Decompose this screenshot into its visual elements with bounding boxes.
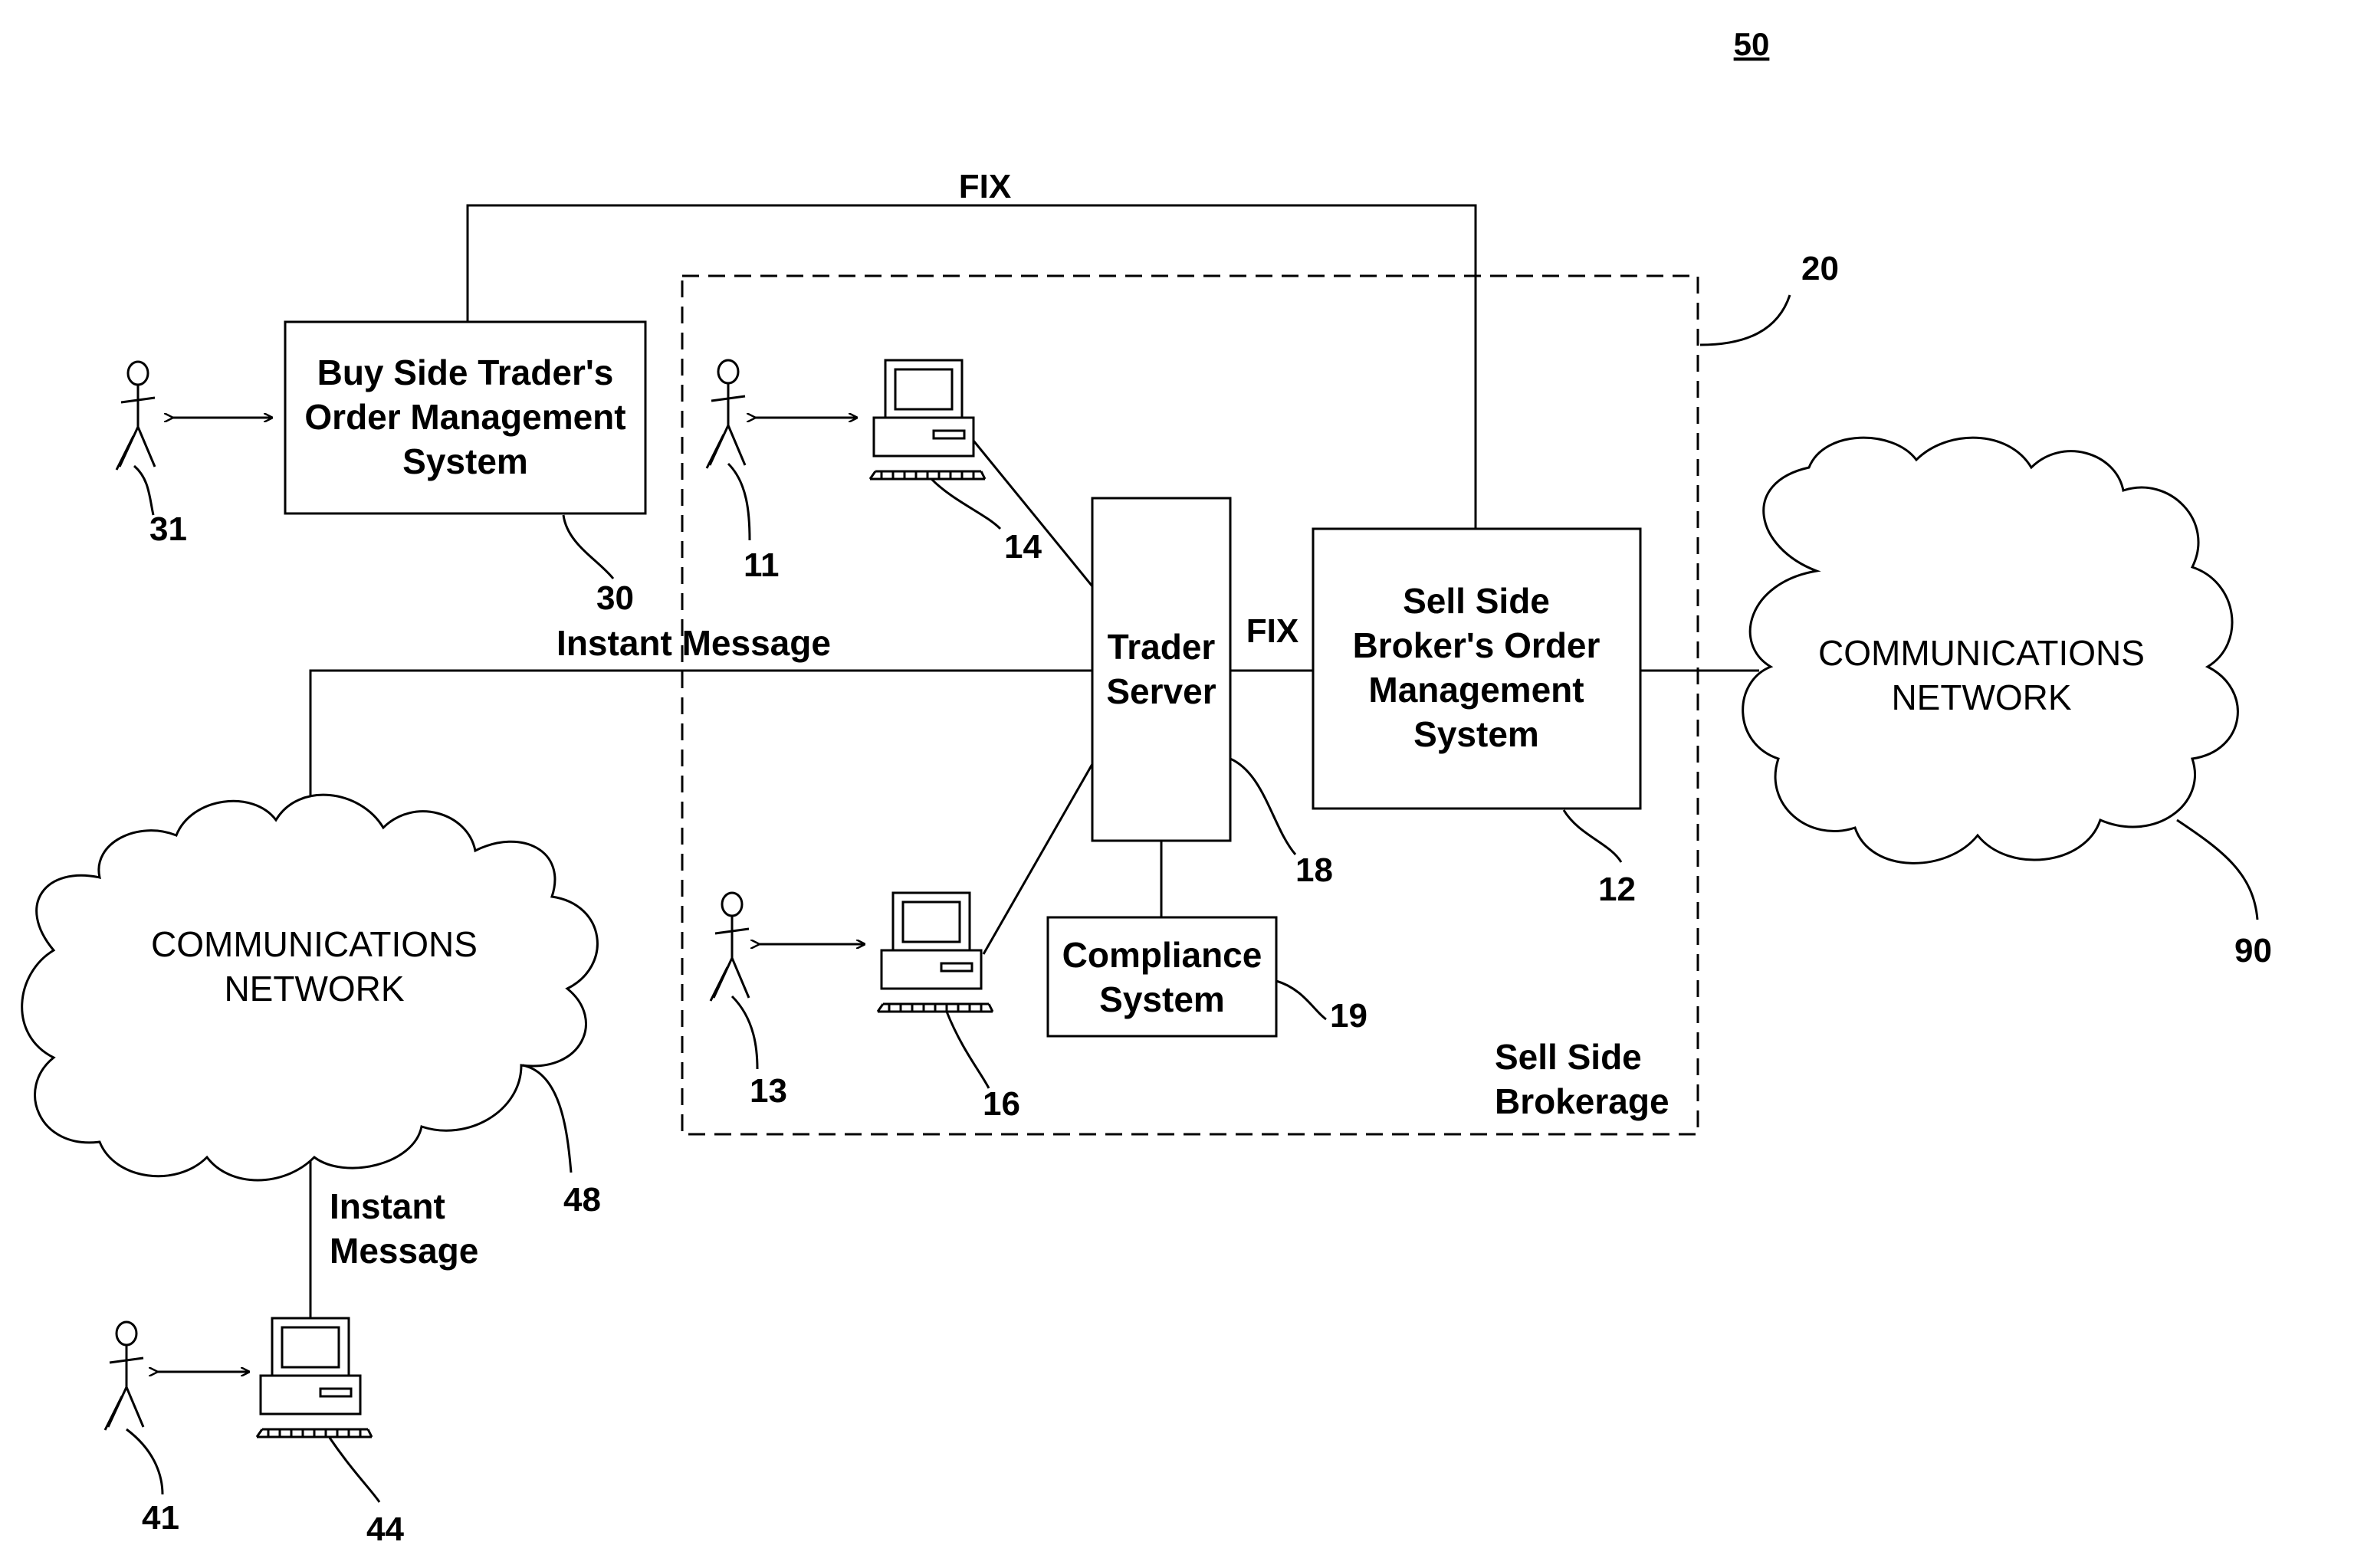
leader-19 (1276, 981, 1326, 1019)
trader-server-box (1092, 498, 1230, 841)
fix-label-mid: FIX (1246, 612, 1298, 650)
computer-44-icon (257, 1318, 372, 1437)
ref-48: 48 (563, 1181, 601, 1219)
ref-90: 90 (2234, 932, 2272, 969)
ref-13: 13 (750, 1072, 787, 1110)
cloud-left-line-2: NETWORK (224, 969, 404, 1009)
sell-side-oms-line-1: Sell Side (1403, 581, 1550, 621)
buy-side-oms-line-3: System (402, 441, 528, 481)
compliance-line-2: System (1099, 979, 1225, 1019)
leader-41 (126, 1429, 163, 1494)
cloud-right-line-2: NETWORK (1891, 677, 2071, 717)
computer-14-icon (870, 360, 985, 479)
ref-11: 11 (744, 546, 780, 584)
figure-number: 50 (1734, 26, 1770, 62)
leader-48 (523, 1065, 571, 1173)
ref-44: 44 (366, 1511, 404, 1548)
ref-20: 20 (1801, 250, 1839, 287)
compliance-line-1: Compliance (1062, 935, 1262, 975)
person-13-icon (711, 893, 749, 1001)
fix-label-top: FIX (959, 168, 1011, 205)
ref-30: 30 (596, 579, 634, 617)
instant-message-label-bottom-2: Message (330, 1231, 478, 1271)
sell-side-brokerage-line-2: Brokerage (1495, 1081, 1669, 1121)
cloud-right-line-1: COMMUNICATIONS (1818, 633, 2145, 673)
leader-20 (1700, 295, 1790, 345)
leader-90 (2177, 820, 2257, 920)
ref-19: 19 (1330, 997, 1367, 1035)
leader-16 (947, 1012, 989, 1088)
instant-message-line (310, 671, 1092, 797)
sell-side-oms-box (1313, 529, 1640, 809)
leader-18 (1230, 759, 1295, 855)
trader-server-line-1: Trader (1108, 627, 1216, 667)
sell-side-oms-line-2: Broker's Order (1353, 625, 1601, 665)
ref-14: 14 (1004, 528, 1042, 566)
leader-11 (728, 464, 750, 540)
ref-41: 41 (142, 1499, 179, 1537)
sell-side-brokerage-line-1: Sell Side (1495, 1037, 1642, 1077)
person-41-icon (105, 1322, 143, 1430)
person-11-icon (707, 360, 745, 468)
instant-message-label-top: Instant Message (556, 623, 831, 663)
person-31-icon (117, 362, 155, 470)
instant-message-label-bottom-1: Instant (330, 1186, 445, 1226)
ref-16: 16 (983, 1085, 1020, 1123)
ref-12: 12 (1598, 871, 1636, 908)
leader-12 (1564, 810, 1621, 862)
leader-44 (330, 1438, 379, 1502)
ref-31: 31 (149, 510, 187, 548)
buy-side-oms-line-2: Order Management (304, 397, 625, 437)
ref-18: 18 (1295, 851, 1333, 889)
leader-14 (931, 479, 1000, 529)
trader-server-line-2: Server (1106, 671, 1216, 711)
computer-16-icon (878, 893, 993, 1012)
leader-13 (732, 996, 757, 1069)
buy-side-oms-line-1: Buy Side Trader's (317, 353, 614, 392)
leader-31 (134, 466, 153, 515)
cloud-left-line-1: COMMUNICATIONS (151, 924, 478, 964)
sell-side-oms-line-4: System (1413, 714, 1539, 754)
leader-30 (563, 515, 613, 579)
sell-side-oms-line-3: Management (1368, 670, 1584, 710)
